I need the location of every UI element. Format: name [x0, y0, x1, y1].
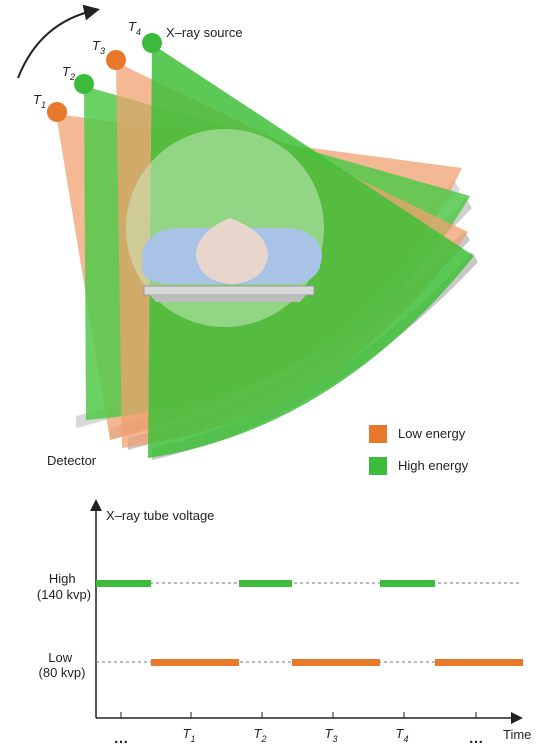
xray-source-label: X–ray source [166, 25, 243, 40]
source-label-t3: T3 [92, 38, 105, 56]
low-pulse-3 [435, 659, 523, 666]
legend-swatch-low [369, 425, 387, 443]
source-dot-t1 [47, 102, 67, 122]
high-pulse-1 [96, 580, 151, 587]
y-axis-label: X–ray tube voltage [106, 508, 214, 523]
source-dot-t2 [74, 74, 94, 94]
high-pulse-2 [239, 580, 292, 587]
tick-label-5: … [469, 730, 484, 747]
patient-cross-section [142, 218, 322, 302]
patient-head [196, 218, 268, 284]
source-label-t2: T2 [62, 64, 75, 82]
source-label-t4: T4 [128, 19, 141, 37]
high-pulse-3 [380, 580, 435, 587]
source-positions: T1 T2 T3 T4 [33, 19, 162, 122]
patient-table-base [150, 295, 306, 302]
timing-diagram: X–ray tube voltage Time High (140 kvp) L… [37, 499, 531, 747]
high-level-label: High (140 kvp) [37, 571, 91, 602]
source-label-t1: T1 [33, 92, 46, 110]
tick-label-t1: T1 [183, 726, 196, 744]
tick-label-0: … [114, 730, 129, 747]
detector-label: Detector [47, 453, 97, 468]
source-dot-t4 [142, 33, 162, 53]
legend-swatch-high [369, 457, 387, 475]
x-axis-label: Time [503, 727, 531, 742]
tick-label-t3: T3 [325, 726, 338, 744]
legend-label-low: Low energy [398, 426, 466, 441]
legend-label-high: High energy [398, 458, 469, 473]
low-pulse-2 [292, 659, 380, 666]
tick-label-t4: T4 [396, 726, 409, 744]
low-level-label: Low (80 kvp) [39, 650, 86, 680]
tick-label-t2: T2 [254, 726, 267, 744]
patient-table [143, 285, 315, 296]
legend: Low energy High energy [369, 425, 469, 475]
source-dot-t3 [106, 50, 126, 70]
low-pulse-1 [151, 659, 239, 666]
rotation-arrow [17, 4, 100, 79]
